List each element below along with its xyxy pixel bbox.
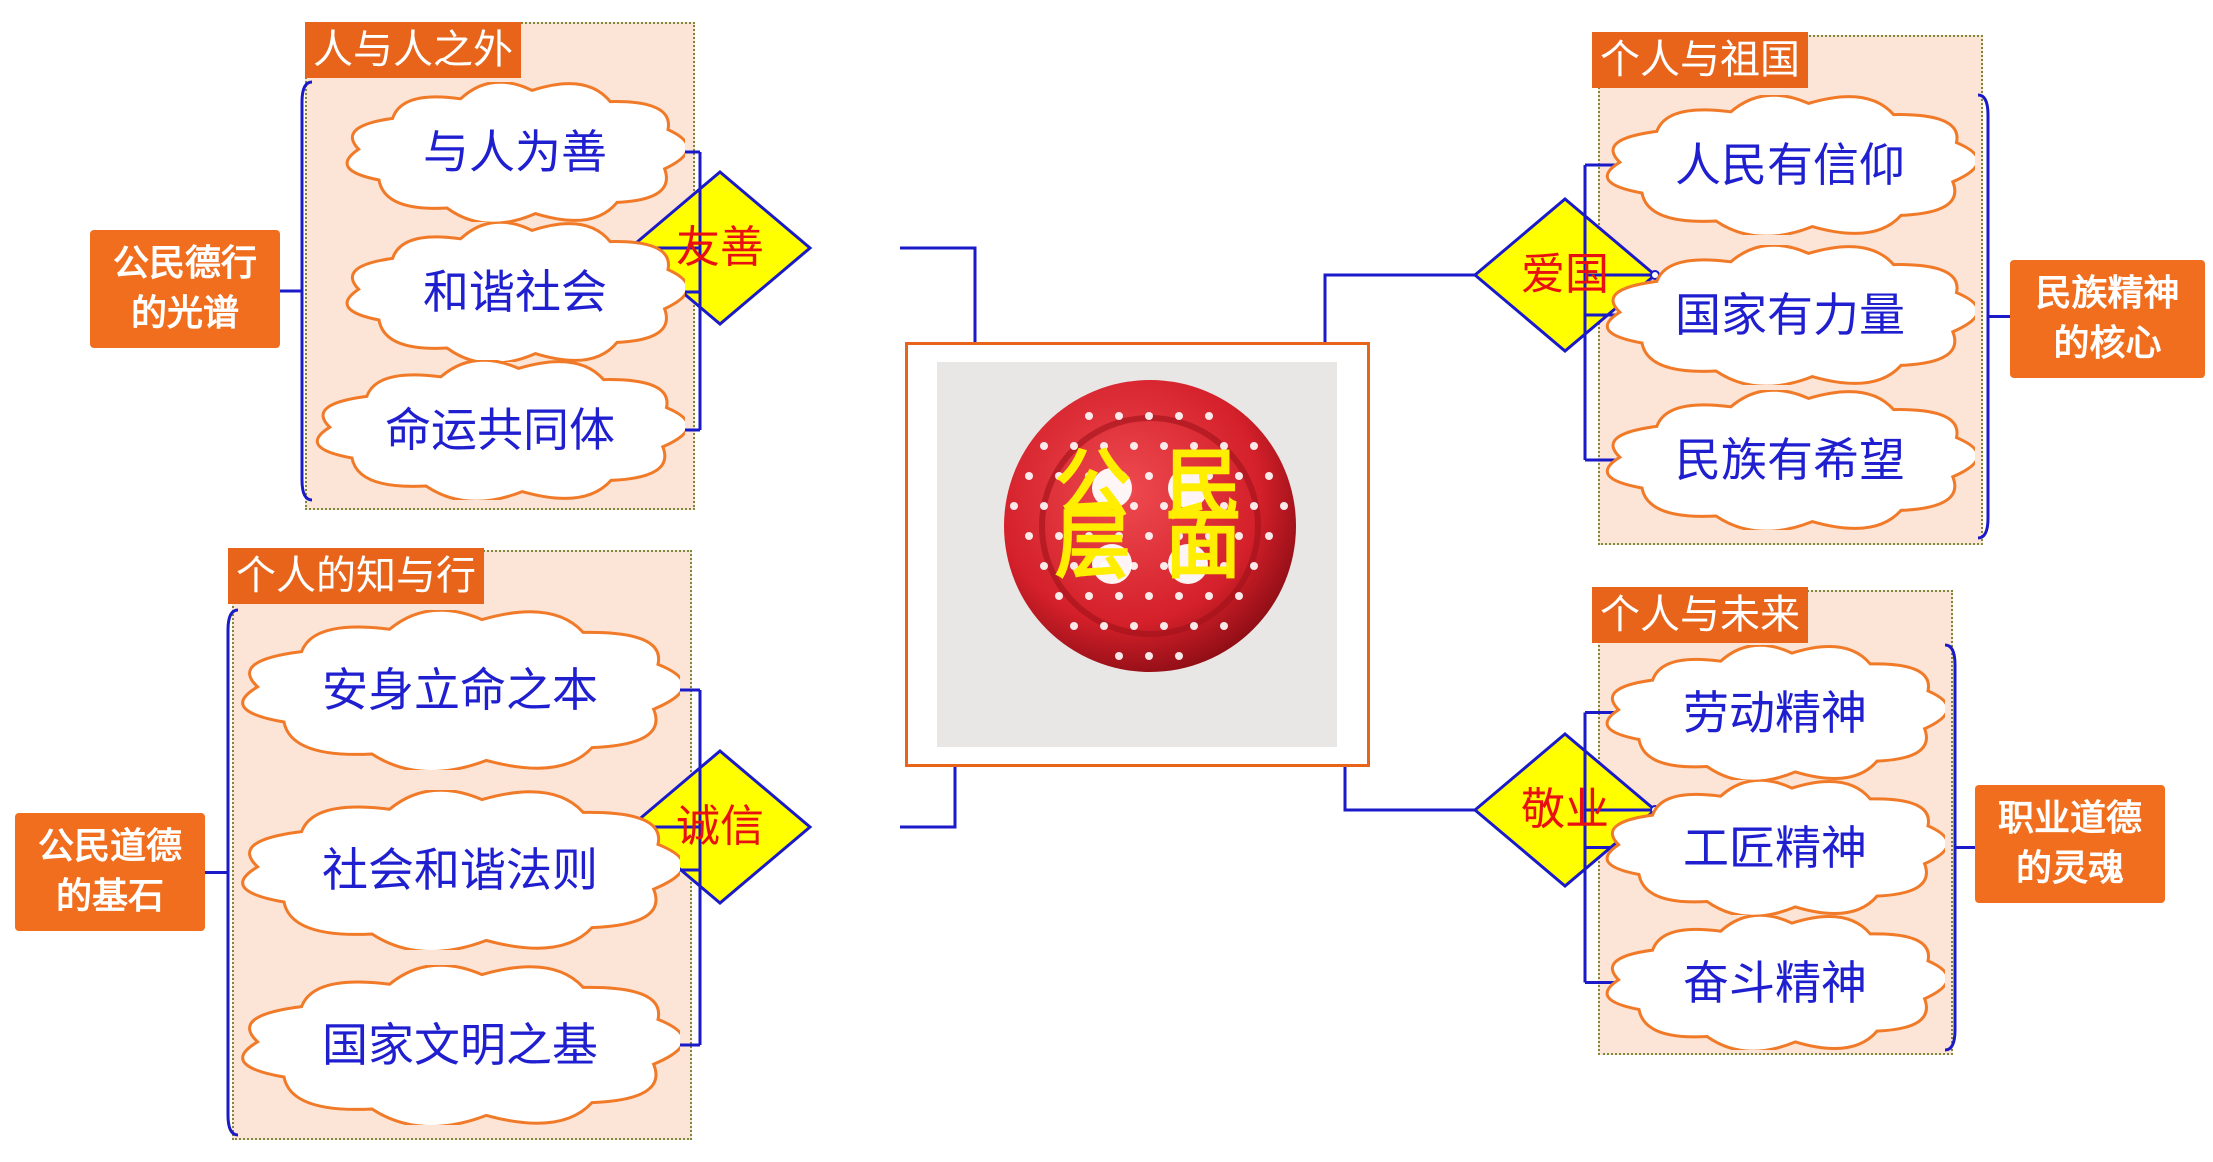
item-honesty-0: 安身立命之本 xyxy=(322,663,598,717)
cloud-shape xyxy=(1605,245,1975,385)
side-label-honesty: 公民道德 的基石 xyxy=(15,813,205,931)
item-patriotism-1: 国家有力量 xyxy=(1675,288,1905,342)
group-title-honesty: 个人的知与行 xyxy=(228,548,484,604)
value-label-honesty: 诚信 xyxy=(676,801,764,852)
cloud-shape xyxy=(315,360,685,500)
value-label-dedication: 敬业 xyxy=(1521,784,1609,835)
item-dedication-0: 劳动精神 xyxy=(1683,685,1867,740)
item-honesty-1: 社会和谐法则 xyxy=(322,843,598,897)
item-dedication-2: 奋斗精神 xyxy=(1683,955,1867,1010)
side-label-patriotism: 民族精神 的核心 xyxy=(2010,260,2205,378)
value-diamond-patriotism xyxy=(1472,197,1658,353)
side-label-dedication: 职业道德 的灵魂 xyxy=(1975,785,2165,903)
cloud-shape xyxy=(345,82,685,222)
cloud-shape xyxy=(1605,915,1945,1050)
group-title-dedication: 个人与未来 xyxy=(1592,587,1808,643)
item-friendly-0: 与人为善 xyxy=(423,125,607,179)
bracket-dedication xyxy=(1944,643,1957,1052)
bracket-patriotism xyxy=(1977,93,1990,540)
cloud-shape xyxy=(1605,780,1945,915)
cloud-shape xyxy=(345,222,685,362)
item-dedication-1: 工匠精神 xyxy=(1683,820,1867,875)
item-friendly-2: 命运共同体 xyxy=(385,403,615,457)
side-label-friendly: 公民德行 的光谱 xyxy=(90,230,280,348)
center-connector-honesty xyxy=(900,767,957,829)
group-title-friendly: 人与人之外 xyxy=(305,22,521,78)
value-label-friendly: 友善 xyxy=(676,222,764,273)
group-title-patriotism: 个人与祖国 xyxy=(1592,32,1808,88)
cloud-shape xyxy=(241,610,680,770)
cloud-shape xyxy=(241,790,680,950)
center-title-line: 公 民 xyxy=(1054,440,1246,529)
cloud-shape xyxy=(1605,95,1975,235)
center-connector-friendly xyxy=(900,246,977,342)
item-patriotism-0: 人民有信仰 xyxy=(1675,138,1905,192)
center-connector-patriotism xyxy=(1323,273,1475,342)
red-button-icon xyxy=(1004,380,1296,672)
item-honesty-2: 国家文明之基 xyxy=(322,1018,598,1072)
cloud-shape xyxy=(1605,390,1975,530)
cloud-shape xyxy=(241,965,680,1125)
center-title-line: 层 面 xyxy=(1054,500,1246,589)
center-connector-dedication xyxy=(1343,767,1475,812)
item-patriotism-2: 民族有希望 xyxy=(1675,433,1905,487)
item-friendly-1: 和谐社会 xyxy=(423,265,607,319)
bracket-honesty xyxy=(226,608,239,1137)
cloud-shape xyxy=(1605,645,1945,780)
bracket-friendly xyxy=(300,80,313,502)
value-label-patriotism: 爱国 xyxy=(1521,249,1609,300)
